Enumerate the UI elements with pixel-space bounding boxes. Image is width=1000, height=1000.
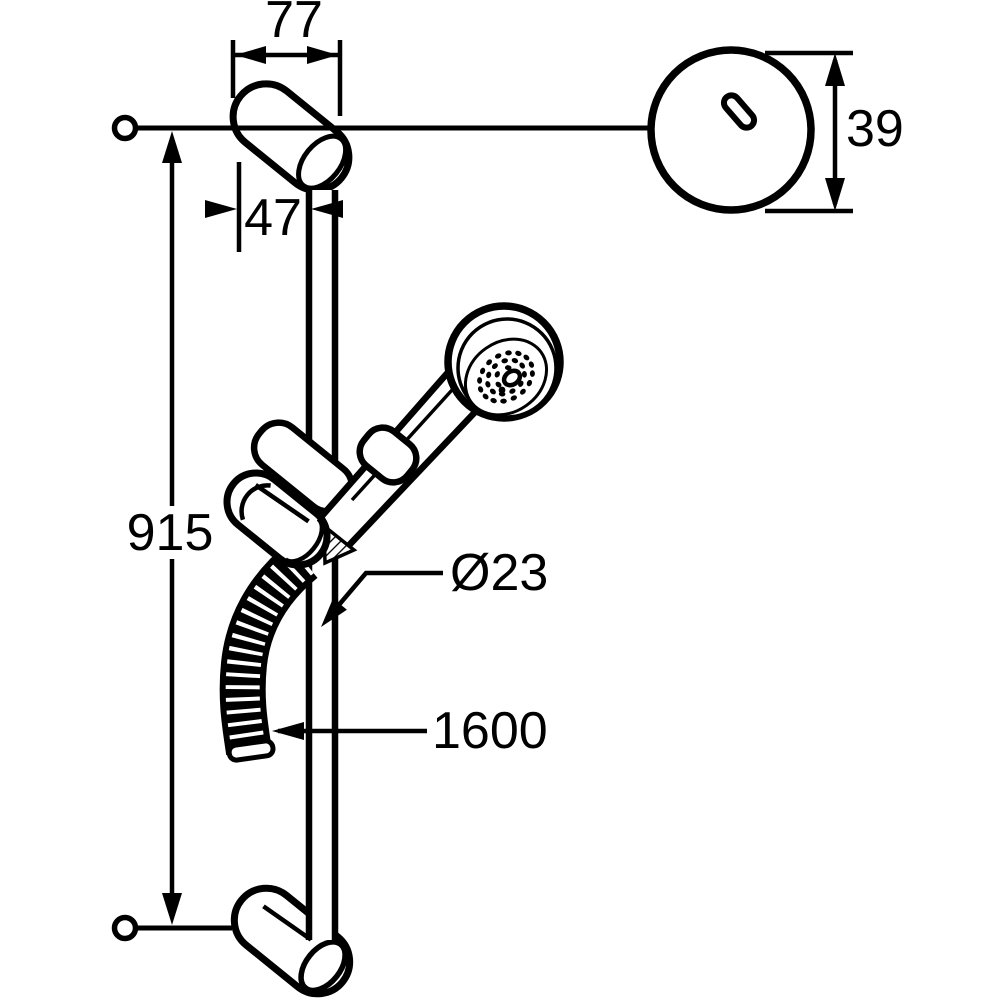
dimension-label-d23: Ø23 [450, 544, 548, 602]
top-wall-bracket [229, 80, 353, 194]
hand-shower [313, 302, 564, 553]
shower-head [444, 302, 564, 422]
dimension-label-915: 915 [127, 504, 214, 562]
dimension-label-47: 47 [244, 189, 302, 247]
holder-finger [356, 424, 420, 486]
spray-nozzles [477, 350, 535, 404]
wall-point-icon [111, 914, 139, 942]
dim-rail-height: 915 [127, 131, 214, 925]
dimension-label-39: 39 [846, 100, 904, 158]
spray-center [501, 368, 523, 388]
bottom-wall-bracket [230, 884, 354, 998]
shower-hose [219, 542, 318, 763]
wall-datum-top [111, 114, 651, 142]
label-rail-diameter: Ø23 [321, 544, 548, 627]
dim-bracket-offset: 47 [205, 162, 343, 252]
bracket-end-face [298, 939, 348, 994]
wall-point-icon [111, 114, 139, 142]
wall-plate-detail: 39 [647, 46, 904, 214]
dim-bracket-width: 77 [230, 0, 343, 116]
dim-plate-height: 39 [765, 50, 904, 214]
hose-end-cap [226, 738, 276, 763]
holder-knob [223, 469, 331, 569]
dimension-label-77: 77 [265, 0, 323, 49]
dimension-label-1600: 1600 [432, 702, 548, 760]
slot-icon [720, 92, 758, 131]
label-hose-length: 1600 [272, 702, 548, 760]
wall-datum-bottom [111, 914, 232, 942]
